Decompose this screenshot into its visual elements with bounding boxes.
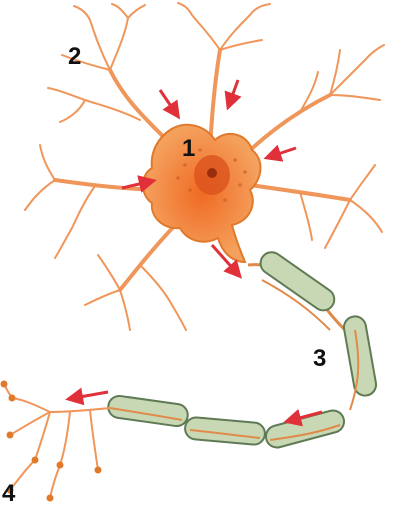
cell-body [142,123,262,264]
arrow-icon [65,387,109,406]
label-myelin-sheath: 3 [313,345,327,372]
myelin-sheath [107,251,378,449]
axon-terminals [0,380,111,502]
label-cell-body: 1 [182,135,196,162]
arrow-icon [158,89,181,120]
arrow-icon [121,175,157,193]
nucleolus [207,168,217,178]
label-dendrites: 2 [68,43,82,70]
arrow-icon [263,144,297,162]
arrow-icon [283,408,323,427]
arrow-icon [224,79,242,111]
arrow-icon [210,244,242,279]
label-axon-terminals: 4 [2,480,16,507]
signal-arrows [65,79,323,427]
